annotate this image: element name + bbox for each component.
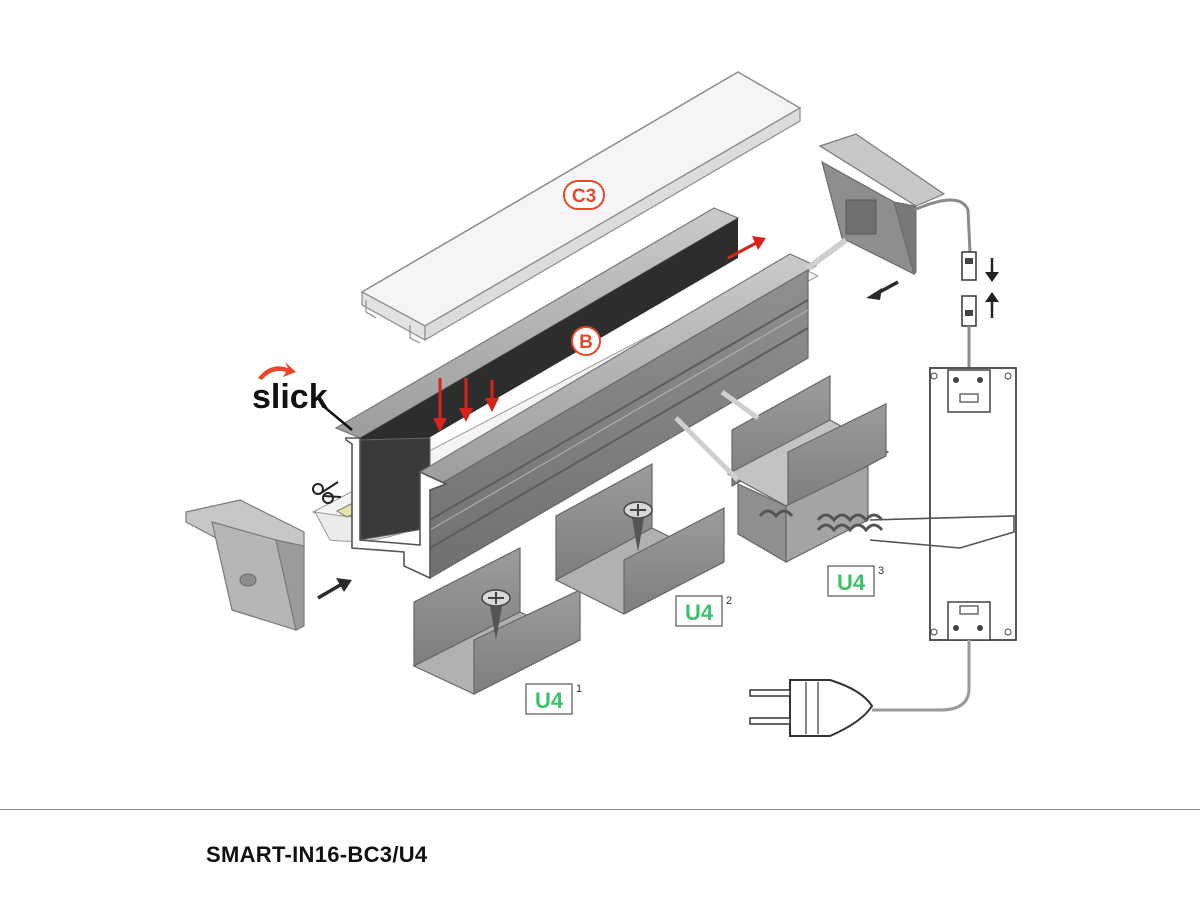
lead-cable	[806, 198, 972, 271]
svg-text:U4: U4	[685, 600, 714, 625]
end-cap-left	[185, 499, 305, 631]
svg-text:B: B	[579, 332, 593, 353]
insert-arrows	[433, 236, 766, 432]
mount-clip-3	[674, 374, 1015, 564]
label-u4-1: U4 1	[525, 683, 582, 715]
mains-cable	[872, 640, 971, 712]
svg-text:U4: U4	[837, 570, 866, 595]
arrow-end-cap	[317, 578, 352, 600]
label-c3: C3	[563, 180, 605, 210]
slick-swoosh-icon	[258, 362, 296, 380]
svg-text:U4: U4	[535, 688, 564, 713]
connector-icon	[961, 251, 999, 370]
end-cap-right	[818, 133, 946, 276]
power-supply-icon	[929, 367, 1017, 641]
arrow-end-cap-right	[866, 280, 899, 300]
svg-text:2: 2	[726, 595, 732, 607]
footer-divider	[0, 809, 1200, 810]
label-b: B	[571, 326, 601, 356]
label-u4-2: U4 2	[675, 595, 732, 627]
svg-text:3: 3	[878, 565, 884, 577]
product-code: SMART-IN16-BC3/U4	[206, 842, 428, 867]
assembly-diagram: C3 B	[185, 71, 1017, 737]
slick-logo: slick	[252, 362, 353, 431]
label-u4-3: U4 3	[827, 565, 884, 597]
plug-icon	[749, 679, 874, 737]
screw-icon	[481, 589, 511, 640]
mount-clip-2	[554, 462, 725, 615]
svg-text:slick: slick	[252, 378, 328, 416]
screw-icon	[623, 501, 653, 552]
scissors-icon	[312, 481, 342, 504]
svg-text:C3: C3	[572, 186, 596, 207]
svg-text:1: 1	[576, 683, 582, 695]
mount-clip-1	[412, 547, 582, 695]
aluminium-profile	[334, 207, 818, 580]
